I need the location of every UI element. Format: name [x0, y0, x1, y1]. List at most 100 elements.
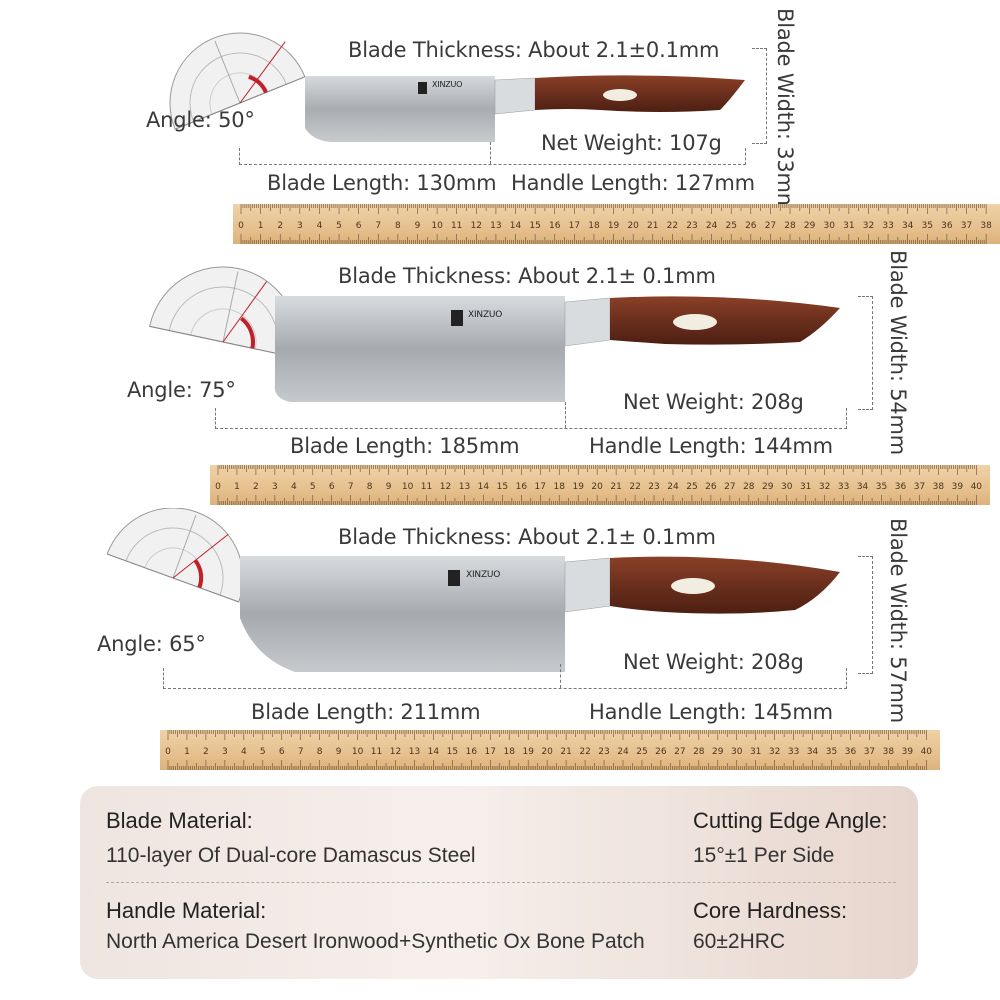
knife-2-angle: Angle: 75° — [127, 378, 236, 402]
hardness-title: Core Hardness: — [693, 898, 848, 923]
ruler-number: 27 — [674, 747, 685, 757]
knife-3-thickness: Blade Thickness: About 2.1± 0.1mm — [338, 525, 716, 549]
knife-3-weight: Net Weight: 208g — [623, 650, 804, 674]
knife-2-brand: XINZUO — [468, 310, 503, 320]
ruler-number: 31 — [800, 482, 811, 492]
ruler-number: 7 — [348, 482, 354, 492]
ruler-number: 15 — [529, 221, 540, 231]
ruler-number: 12 — [440, 482, 451, 492]
protractor-icon — [149, 266, 299, 359]
ruler-number: 15 — [497, 482, 508, 492]
ruler-number: 15 — [447, 747, 458, 757]
ruler-number: 36 — [941, 221, 953, 231]
ruler-number: 0 — [215, 482, 221, 492]
knife-1-width-guide — [752, 48, 767, 144]
ruler-number: 29 — [712, 747, 724, 757]
ruler-number: 12 — [471, 221, 482, 231]
ruler-number: 0 — [238, 221, 244, 231]
ruler-number: 3 — [222, 747, 228, 757]
knife-1-blade-end-guide — [490, 142, 491, 164]
ruler-number: 28 — [693, 747, 705, 757]
ruler-number: 28 — [784, 221, 796, 231]
ruler-number: 37 — [914, 482, 925, 492]
knife-2-image — [274, 296, 840, 402]
ruler-number: 18 — [504, 747, 516, 757]
knife-2-width: Blade Width: 54mm — [886, 250, 910, 456]
ruler-number: 6 — [279, 747, 285, 757]
ruler-number: 22 — [667, 221, 678, 231]
ruler-number: 11 — [451, 221, 462, 231]
knife-1-length-guide — [239, 148, 746, 165]
knife-3-length-guide — [163, 668, 847, 689]
edge-angle-value: 15°±1 Per Side — [693, 844, 835, 867]
ruler-number: 40 — [971, 482, 983, 492]
ruler-number: 5 — [336, 221, 342, 231]
ruler-number: 2 — [277, 221, 283, 231]
ruler-number: 25 — [636, 747, 647, 757]
ruler-number: 6 — [329, 482, 335, 492]
ruler-number: 33 — [882, 221, 893, 231]
ruler-number: 36 — [895, 482, 907, 492]
ruler-number: 17 — [535, 482, 546, 492]
blade-material-value: 110-layer Of Dual-core Damascus Steel — [106, 844, 476, 867]
knife-3-blade-end-guide — [560, 664, 561, 688]
ruler-number: 14 — [478, 482, 490, 492]
knife-2-width-guide — [858, 296, 873, 410]
hardness-value: 60±2HRC — [693, 930, 786, 953]
ruler-number: 10 — [431, 221, 443, 231]
knife-1-brand: XINZUO — [432, 80, 463, 89]
ruler-number: 19 — [522, 747, 534, 757]
ruler-number: 35 — [826, 747, 837, 757]
ruler-number: 13 — [490, 221, 501, 231]
ruler-number: 9 — [415, 221, 421, 231]
ruler-number: 16 — [549, 221, 561, 231]
ruler-number: 33 — [788, 747, 799, 757]
ruler-number: 1 — [258, 221, 264, 231]
ruler-number: 40 — [921, 747, 933, 757]
ruler-number: 25 — [686, 482, 697, 492]
ruler-number: 3 — [297, 221, 303, 231]
knife-3-image — [240, 556, 840, 672]
knife-1-weight: Net Weight: 107g — [541, 131, 722, 155]
blade-material-title: Blade Material: — [106, 808, 253, 833]
ruler-number: 26 — [655, 747, 667, 757]
ruler-number: 8 — [367, 482, 373, 492]
knife-1-angle: Angle: 50° — [146, 108, 255, 132]
ruler-number: 18 — [554, 482, 566, 492]
ruler-number: 13 — [459, 482, 470, 492]
ruler-number: 27 — [724, 482, 735, 492]
ruler-number: 30 — [781, 482, 793, 492]
ruler-number: 17 — [569, 221, 580, 231]
ruler-number: 34 — [857, 482, 869, 492]
ruler-number: 32 — [769, 747, 780, 757]
ruler-number: 26 — [745, 221, 757, 231]
ruler-number: 9 — [336, 747, 342, 757]
ruler-number: 33 — [838, 482, 849, 492]
ruler-number: 18 — [588, 221, 600, 231]
ruler-number: 19 — [572, 482, 584, 492]
ruler-number: 35 — [876, 482, 887, 492]
ruler-number: 37 — [961, 221, 972, 231]
ruler-number: 37 — [864, 747, 875, 757]
ruler-number: 39 — [902, 747, 914, 757]
ruler-number: 4 — [241, 747, 247, 757]
ruler-number: 1 — [184, 747, 190, 757]
knife-2-blade-length: Blade Length: 185mm — [290, 434, 520, 458]
protractor-icon — [106, 508, 244, 603]
ruler-number: 1 — [234, 482, 240, 492]
spec-divider — [106, 882, 896, 883]
ruler-number: 34 — [807, 747, 819, 757]
knife-3-blade-length: Blade Length: 211mm — [251, 700, 481, 724]
ruler-number: 14 — [428, 747, 440, 757]
knife-1-blade-length: Blade Length: 130mm — [267, 171, 497, 195]
knife-1-image — [305, 75, 745, 142]
ruler-number: 11 — [371, 747, 382, 757]
ruler-number: 8 — [395, 221, 401, 231]
knife-1-handle-length: Handle Length: 127mm — [511, 171, 755, 195]
ruler-number: 4 — [317, 221, 323, 231]
ruler-number: 7 — [298, 747, 304, 757]
ruler-number: 20 — [541, 747, 553, 757]
handle-material-value: North America Desert Ironwood+Synthetic … — [106, 930, 645, 953]
ruler-number: 11 — [421, 482, 432, 492]
